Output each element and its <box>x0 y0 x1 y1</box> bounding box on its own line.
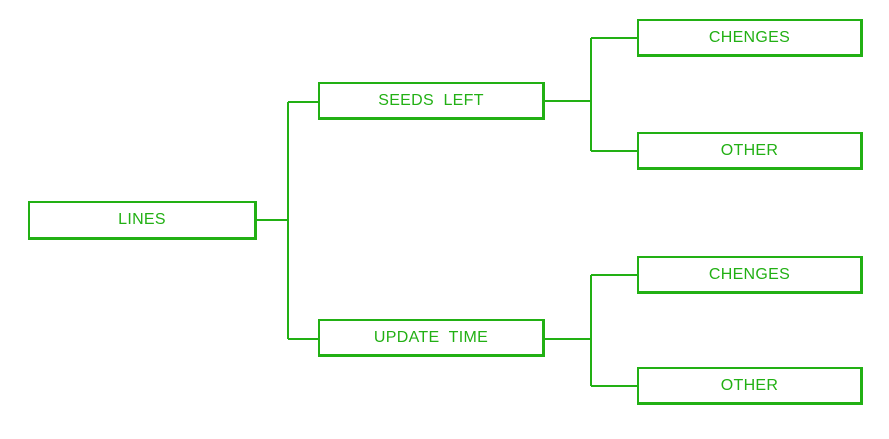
connector-update-time-children <box>545 274 637 387</box>
leaf-node-seeds-left-other[interactable]: OTHER <box>637 132 863 170</box>
root-node-lines[interactable]: LINES <box>28 201 257 240</box>
branch-node-update-time[interactable]: UPDATE TIME <box>318 319 545 357</box>
leaf-node-update-time-chenges[interactable]: CHENGES <box>637 256 863 294</box>
leaf-node-update-time-other[interactable]: OTHER <box>637 367 863 405</box>
connector-seeds-left-children <box>545 37 637 152</box>
leaf-node-seeds-left-chenges[interactable]: CHENGES <box>637 19 863 57</box>
branch-node-seeds-left[interactable]: SEEDS LEFT <box>318 82 545 120</box>
connector-root-to-branches <box>257 101 318 340</box>
